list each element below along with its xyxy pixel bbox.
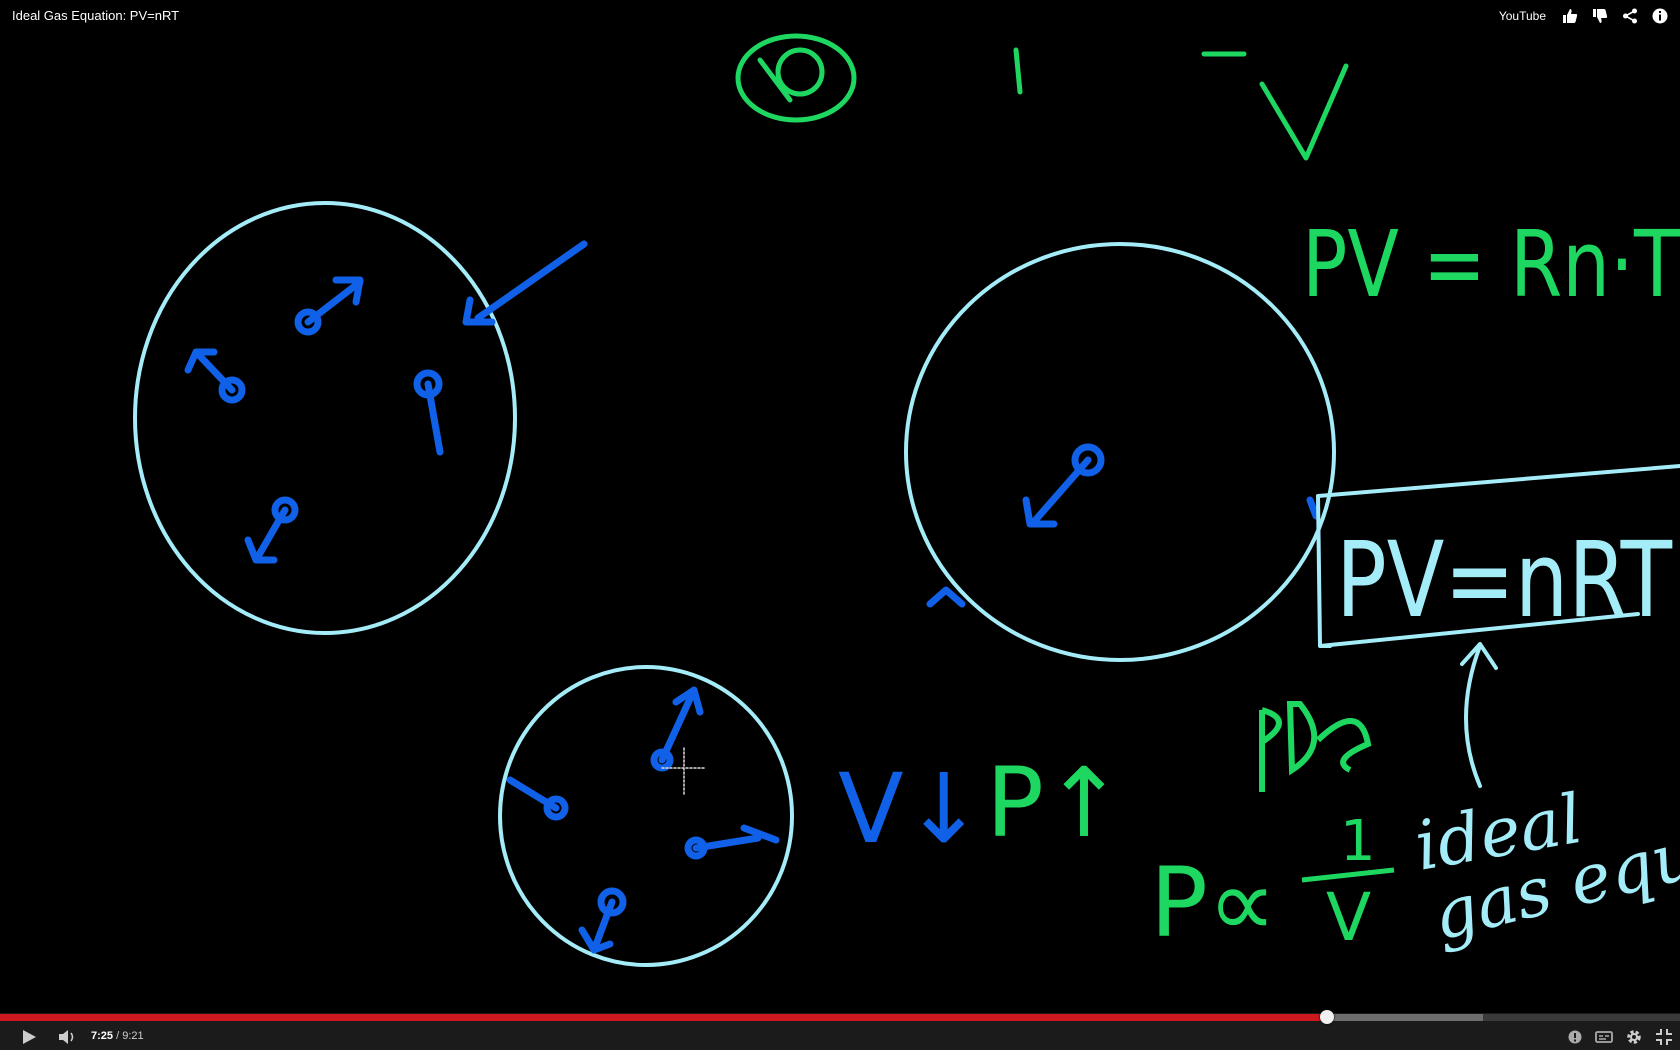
- equation-boxed: PV=nRT: [1336, 519, 1672, 641]
- info-icon[interactable]: [1652, 8, 1668, 24]
- duration: 9:21: [122, 1030, 144, 1042]
- top-scribble: [735, 33, 1349, 161]
- progress-scrubber-handle[interactable]: [1320, 1010, 1335, 1024]
- container-circle-left: [133, 201, 517, 635]
- equation-box: [1316, 464, 1680, 648]
- dislike-icon[interactable]: [1592, 8, 1608, 24]
- like-icon[interactable]: [1562, 8, 1578, 24]
- play-icon[interactable]: [19, 1027, 39, 1047]
- proportional-relation: P∝: [1150, 847, 1276, 959]
- settings-icon[interactable]: [1624, 1027, 1644, 1047]
- video-title[interactable]: Ideal Gas Equation: PV=nRT: [12, 8, 180, 23]
- svg-text:1: 1: [1340, 809, 1376, 874]
- svg-text:V: V: [1326, 879, 1371, 956]
- relation-volume-decrease: V↓: [838, 753, 984, 865]
- fraction-one-over-v: 1 V: [1301, 809, 1395, 956]
- youtube-link[interactable]: YouTube: [1498, 9, 1546, 23]
- container-circle-bottom: [498, 665, 794, 967]
- equation-top-right: PV = Rn·T: [1302, 211, 1680, 318]
- share-icon[interactable]: [1622, 8, 1638, 24]
- crossed-out-scribble: [1259, 701, 1372, 792]
- control-row: 7:25 / 9:21: [0, 1023, 1680, 1050]
- container-circle-right: [904, 242, 1336, 662]
- fullscreen-exit-icon[interactable]: [1654, 1027, 1674, 1047]
- current-time: 7:25: [91, 1030, 114, 1042]
- ideal-gas-note: ideal gas equat: [1409, 780, 1680, 957]
- gas-container-right: [904, 242, 1336, 662]
- captions-icon[interactable]: [1594, 1027, 1614, 1047]
- relation-pressure-increase: P↑: [986, 747, 1124, 859]
- gas-container-left: [133, 201, 588, 635]
- gas-container-bottom: [498, 665, 794, 967]
- cursor-crosshair-icon: [661, 747, 707, 795]
- note-arrow: [1460, 642, 1498, 788]
- progress-bar[interactable]: [0, 1010, 1680, 1024]
- top-actions: YouTube: [1499, 8, 1668, 24]
- time-display: 7:25 / 9:21: [91, 1030, 144, 1042]
- player-top-bar: Ideal Gas Equation: PV=nRT YouTube: [0, 0, 1680, 34]
- progress-played: [0, 1014, 1328, 1021]
- annotations-icon[interactable]: [1565, 1027, 1585, 1047]
- volume-icon[interactable]: [57, 1027, 77, 1047]
- time-separator: /: [113, 1030, 123, 1042]
